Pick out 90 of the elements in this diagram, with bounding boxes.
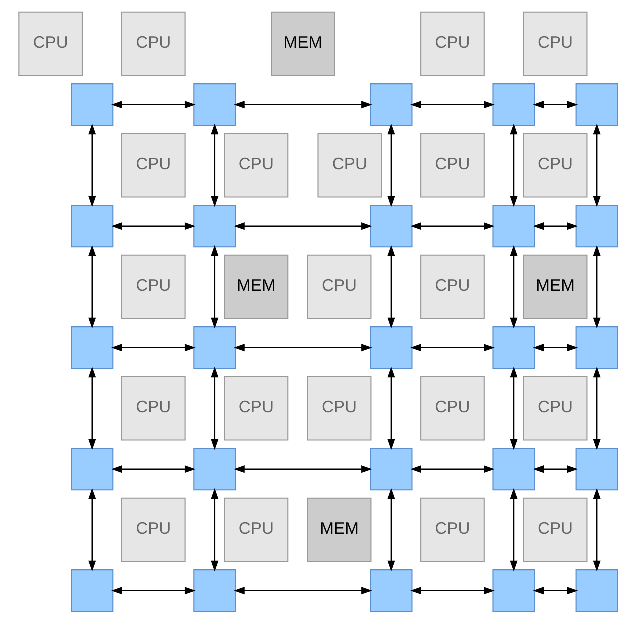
node-box	[194, 448, 236, 491]
arrow	[533, 222, 578, 230]
node-box: CPU	[307, 254, 372, 320]
node-box	[492, 326, 536, 370]
arrow	[388, 488, 396, 572]
node-box	[576, 84, 618, 126]
node-box	[194, 326, 236, 370]
node-box	[370, 205, 413, 248]
node-box	[492, 570, 536, 612]
node-box	[576, 326, 618, 370]
node-box: CPU	[121, 498, 186, 562]
arrow	[234, 587, 372, 595]
node-box	[576, 448, 618, 491]
arrow	[211, 245, 219, 329]
arrow	[234, 344, 372, 352]
node-box: MEM	[271, 12, 336, 76]
node-box: CPU	[523, 133, 588, 198]
arrow	[533, 466, 578, 474]
arrow	[388, 124, 396, 208]
arrow	[593, 366, 601, 450]
arrow	[88, 488, 96, 572]
arrow	[410, 587, 495, 595]
node-box: MEM	[224, 254, 289, 320]
arrow	[388, 245, 396, 329]
node-box	[71, 326, 114, 370]
node-box	[194, 84, 236, 126]
arrow	[211, 488, 219, 572]
arrow	[533, 587, 578, 595]
arrow	[410, 222, 495, 230]
arrow	[593, 245, 601, 329]
node-box: CPU	[224, 133, 289, 198]
node-box	[370, 84, 413, 126]
node-box	[492, 84, 536, 126]
node-box: CPU	[121, 12, 186, 76]
node-box	[71, 84, 114, 126]
node-box	[576, 205, 618, 248]
node-box: CPU	[420, 376, 485, 441]
node-box	[492, 205, 536, 248]
node-box: CPU	[420, 254, 485, 320]
arrow	[211, 124, 219, 208]
arrow	[410, 101, 495, 109]
arrow	[112, 101, 196, 109]
node-box: CPU	[523, 498, 588, 562]
node-box: CPU	[318, 133, 382, 198]
node-box	[370, 326, 413, 370]
node-box	[370, 448, 413, 491]
arrow	[533, 344, 578, 352]
arrow	[211, 366, 219, 450]
node-box	[492, 448, 536, 491]
arrow	[88, 124, 96, 208]
node-box: CPU	[121, 133, 186, 198]
arrow	[533, 101, 578, 109]
node-box	[71, 205, 114, 248]
node-box	[370, 570, 413, 612]
arrow	[510, 245, 518, 329]
arrow	[234, 466, 372, 474]
arrow	[234, 222, 372, 230]
arrow	[510, 366, 518, 450]
arrow	[510, 124, 518, 208]
node-box: CPU	[224, 498, 289, 562]
arrow	[112, 344, 196, 352]
arrow	[88, 366, 96, 450]
arrow	[112, 466, 196, 474]
node-box: MEM	[523, 254, 588, 320]
node-box: CPU	[420, 498, 485, 562]
arrow	[112, 587, 196, 595]
node-box: CPU	[420, 133, 485, 198]
node-box: CPU	[121, 254, 186, 320]
node-box	[194, 570, 236, 612]
node-box	[194, 205, 236, 248]
arrow	[88, 245, 96, 329]
arrow	[410, 344, 495, 352]
arrow	[593, 124, 601, 208]
arrow	[112, 222, 196, 230]
node-box: CPU	[121, 376, 186, 441]
node-box: MEM	[307, 498, 372, 562]
node-box	[576, 570, 618, 612]
arrow	[410, 466, 495, 474]
arrow	[388, 366, 396, 450]
arrow	[593, 488, 601, 572]
node-box: CPU	[420, 12, 485, 76]
arrow	[510, 488, 518, 572]
arrow	[234, 101, 372, 109]
node-box: CPU	[224, 376, 289, 441]
node-box	[71, 448, 114, 491]
node-box	[71, 570, 114, 612]
node-box: CPU	[18, 12, 84, 76]
node-box: CPU	[523, 12, 588, 76]
node-box: CPU	[523, 376, 588, 441]
node-box: CPU	[307, 376, 372, 441]
